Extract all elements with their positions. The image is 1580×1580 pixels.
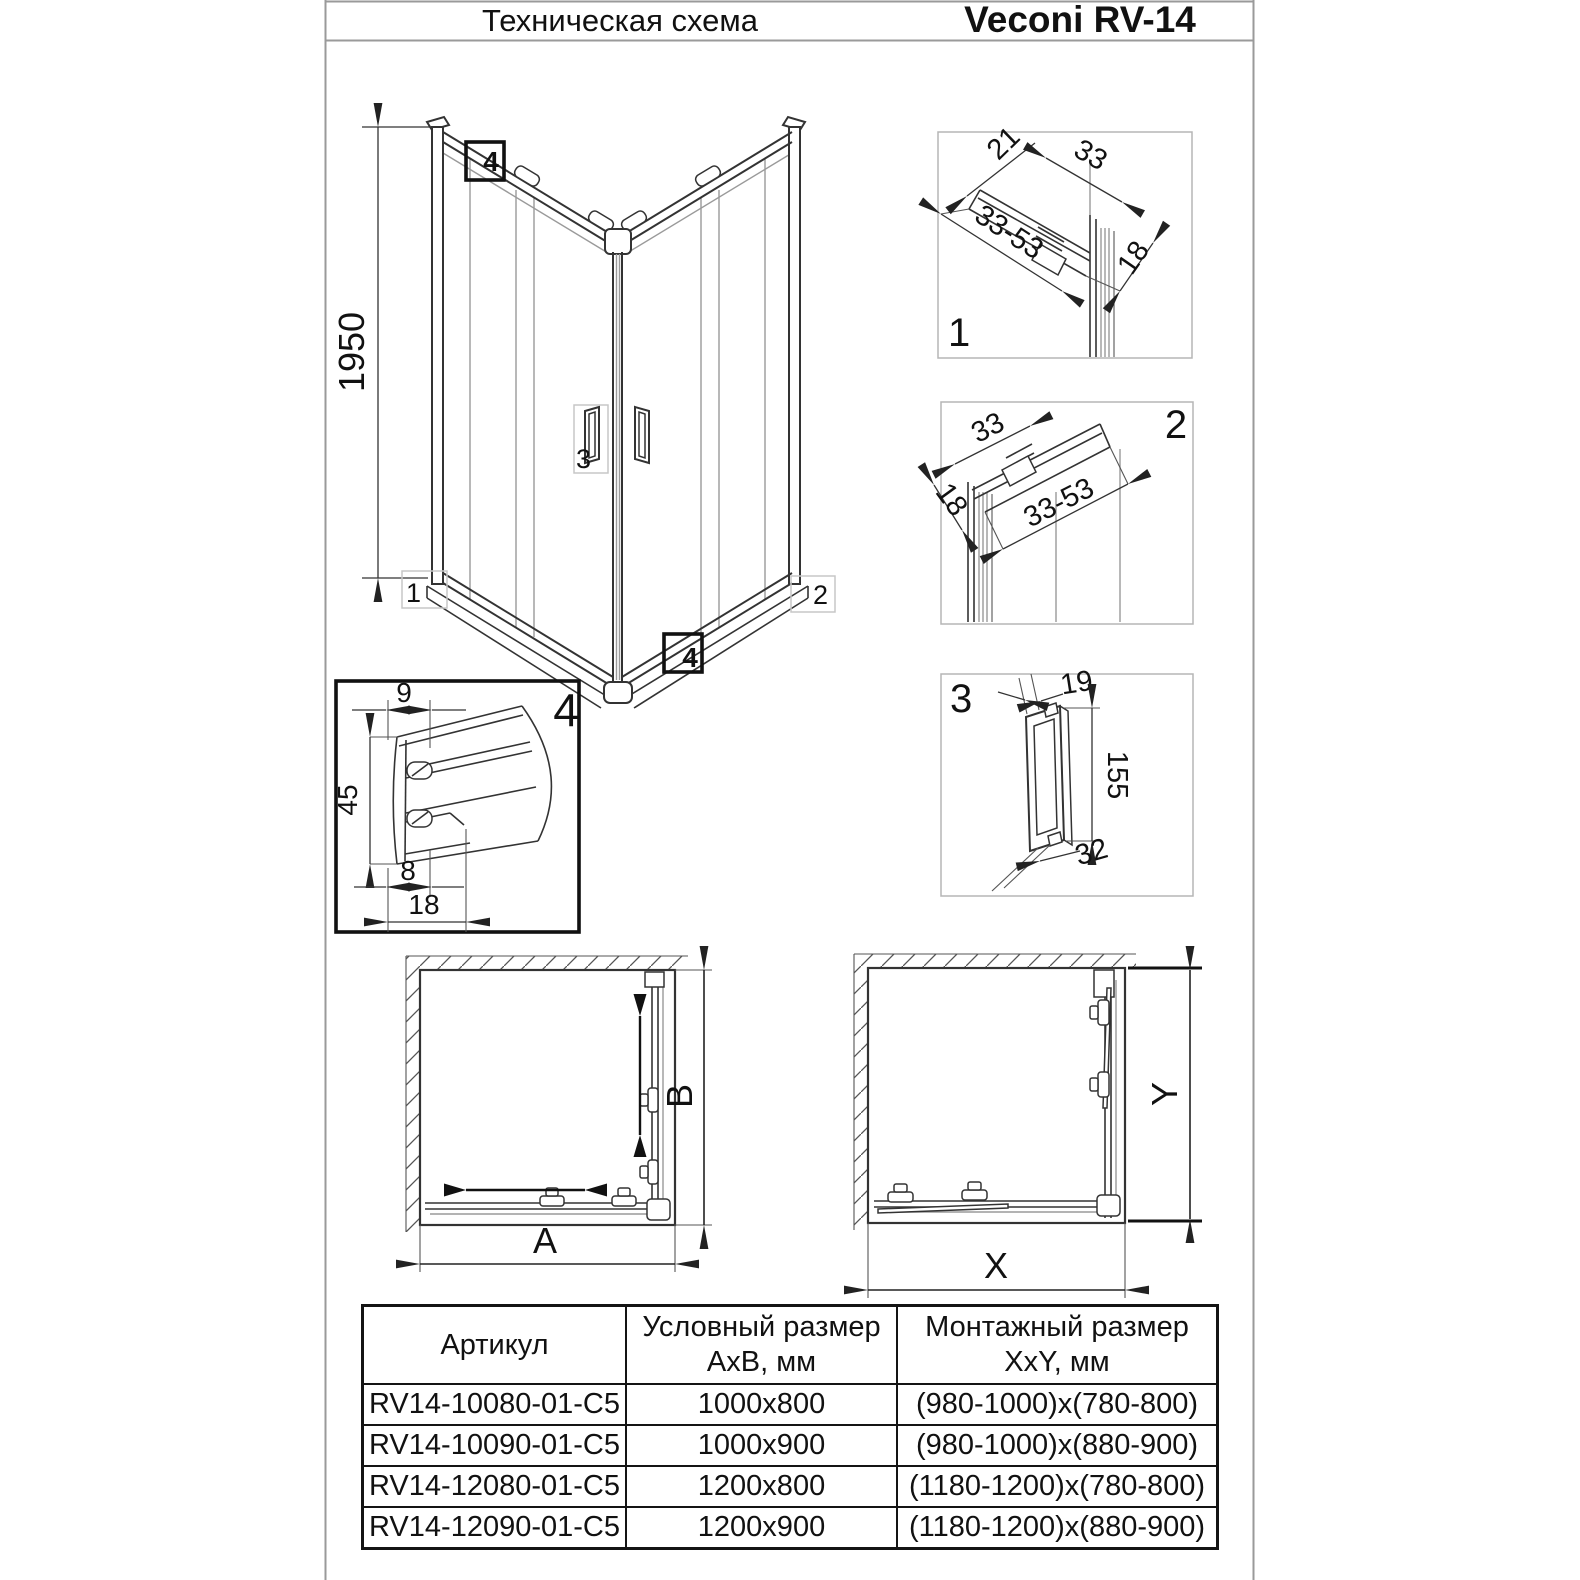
wall-profiles (425, 115, 807, 585)
detail-3-handle-drawing (1024, 702, 1073, 853)
plan-right-doors (874, 969, 1121, 1218)
corner-post (604, 228, 632, 682)
callout-3: 3 (576, 444, 591, 474)
table-header-nominal-line1: Условный размер (642, 1311, 881, 1343)
detail-4-dim-18: 18 (408, 889, 439, 920)
detail-3-dim-155: 155 (1101, 751, 1133, 799)
main-isometric-view: 1950 4 4 1 2 3 (331, 103, 836, 709)
callout-1: 1 (406, 578, 421, 608)
detail-2-dim-33: 33 (966, 406, 1009, 449)
top-rails (442, 131, 793, 246)
detail-4-dim-9: 9 (396, 677, 412, 708)
table-header-article: Артикул (364, 1307, 625, 1383)
table-row-mount: (1180-1200)x(780-800) (896, 1465, 1216, 1506)
table-header-mount-line2: XxY, мм (1004, 1346, 1110, 1378)
detail-2-wall-glass (967, 449, 1121, 622)
plan-right-walls (853, 953, 1136, 1230)
table-row-article: RV14-12090-01-C5 (364, 1506, 625, 1547)
detail-1-dim-21: 21 (981, 121, 1026, 166)
callout-2: 2 (813, 580, 828, 610)
table-header-nominal-line2: AxB, мм (706, 1346, 817, 1378)
page-frame (324, 0, 1255, 1580)
table-header-nominal-size: Условный размер AxB, мм (625, 1307, 896, 1383)
callout-markers: 4 4 1 2 3 (401, 140, 836, 674)
brand-model-title: Veconi RV-14 (964, 0, 1196, 40)
plan-right-dimensions: X Y (844, 946, 1202, 1298)
plan-left-frame (418, 968, 677, 1227)
detail-1-profile-section: 21 33 33-53 18 1 (918, 121, 1193, 359)
detail-4-number: 4 (553, 684, 579, 736)
table-header-mount-size: Монтажный размер XxY, мм (896, 1307, 1216, 1383)
table-row-mount: (980-1000)x(780-800) (896, 1383, 1216, 1424)
table-header-mount-line1: Монтажный размер (925, 1311, 1189, 1343)
size-spec-table: Артикул Условный размер AxB, мм Монтажны… (361, 1304, 1219, 1550)
detail-4-dimensions: 9 45 8 18 (332, 677, 490, 932)
detail-1-number: 1 (948, 311, 970, 355)
detail-3-dim-19: 19 (1058, 665, 1095, 702)
height-dimension-1950: 1950 (331, 103, 430, 602)
table-row-size: 1000x900 (625, 1424, 896, 1465)
door-handles (584, 405, 650, 465)
detail-3-handle: 19 155 32 3 (940, 665, 1194, 897)
detail-2-profile-section: 33 18 33-53 2 (917, 401, 1194, 625)
table-header-article-label: Артикул (440, 1328, 549, 1361)
detail-4-profile-drawing (392, 705, 553, 865)
detail-2-dim-33-53: 33-53 (1019, 472, 1100, 534)
detail-2-dimensions: 33 18 33-53 (917, 406, 1152, 564)
plan-right-width-label: X (984, 1245, 1008, 1286)
roller-wheels (513, 165, 722, 232)
height-dimension-label: 1950 (331, 312, 372, 392)
detail-3-dim-32: 32 (1072, 833, 1112, 873)
detail-1-dim-33: 33 (1069, 133, 1113, 177)
detail-3-number: 3 (950, 677, 972, 721)
table-row-size: 1200x800 (625, 1465, 896, 1506)
table-row-mount: (980-1000)x(880-900) (896, 1424, 1216, 1465)
glass-panels (442, 152, 793, 637)
detail-1-dim-18: 18 (1111, 235, 1156, 280)
plan-left-dimensions: A B (396, 946, 712, 1272)
detail-2-dim-18: 18 (929, 477, 974, 522)
page-title: Техническая схема (482, 3, 758, 38)
bottom-rails (426, 572, 809, 709)
plan-right-frame (866, 966, 1127, 1225)
table-row-size: 1000x800 (625, 1383, 896, 1424)
table-row-article: RV14-12080-01-C5 (364, 1465, 625, 1506)
callout-4-top: 4 (483, 146, 499, 177)
table-row-article: RV14-10090-01-C5 (364, 1424, 625, 1465)
table-row-mount: (1180-1200)x(880-900) (896, 1506, 1216, 1547)
plan-view-nominal: A B (396, 946, 712, 1272)
table-row-article: RV14-10080-01-C5 (364, 1383, 625, 1424)
table-row-size: 1200x900 (625, 1506, 896, 1547)
detail-4-bottom-rail-section: 9 45 8 18 4 (332, 677, 581, 934)
detail-3-dimensions: 19 155 32 (991, 665, 1133, 892)
detail-4-dim-8: 8 (400, 855, 416, 886)
plan-right-height-label: Y (1144, 1082, 1185, 1106)
detail-1-wall-glass (1089, 162, 1115, 357)
plan-left-height-label: B (659, 1084, 700, 1108)
detail-1-dim-33-53: 33-53 (969, 199, 1049, 266)
callout-4-bottom: 4 (682, 642, 698, 673)
detail-4-dim-45: 45 (332, 784, 363, 815)
plan-left-width-label: A (533, 1220, 557, 1261)
plan-left-slide-arrows (444, 994, 647, 1197)
plan-left-walls (405, 955, 688, 1232)
detail-2-number: 2 (1165, 403, 1187, 447)
plan-view-mounting: X Y (844, 946, 1202, 1298)
